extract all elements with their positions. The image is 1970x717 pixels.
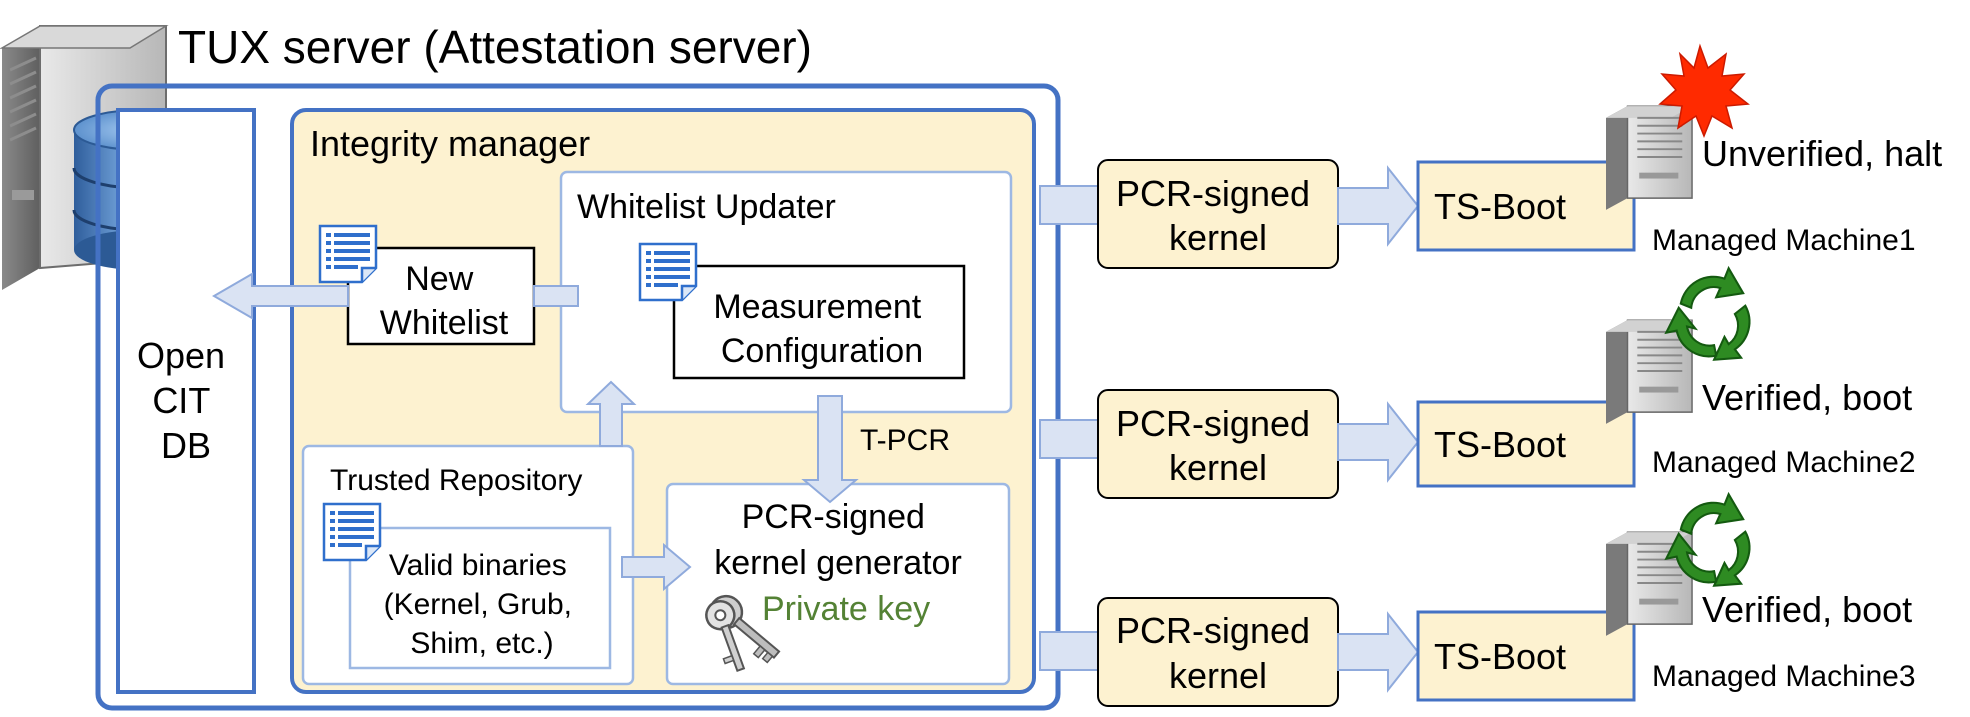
tsboot-box-2 <box>1416 400 1636 488</box>
document-icon <box>318 224 378 284</box>
machine-status-1: Unverified, halt <box>1702 133 1942 174</box>
measurement-config-label: Measurement Configuration <box>713 288 930 370</box>
connector-stub <box>533 285 579 307</box>
server-title: TUX server (Attestation server) <box>178 21 812 73</box>
machine-name-2: Managed Machine2 <box>1652 446 1916 479</box>
tsboot-label-3: TS-Boot <box>1434 636 1566 677</box>
document-icon <box>638 242 698 302</box>
tsboot-box-3 <box>1416 610 1636 702</box>
machine-row-1: PCR-signed kernel TS-Boot Unverified, ha… <box>1039 43 1942 269</box>
measurement-config-box <box>672 264 966 380</box>
machine-name-3: Managed Machine3 <box>1652 660 1916 693</box>
new-whitelist-label: New Whitelist <box>380 260 509 342</box>
tsboot-box-1 <box>1416 160 1636 252</box>
whitelist-updater-label: Whitelist Updater <box>577 188 836 226</box>
machine-row-2: PCR-signed kernel TS-Boot Verified, boot… <box>1039 267 1916 499</box>
connector-stub <box>1039 631 1099 671</box>
pcr-signed-kernel-label-3: PCR-signed kernel <box>1116 610 1320 696</box>
tsboot-label-1: TS-Boot <box>1434 186 1566 227</box>
document-icon <box>322 502 382 562</box>
pcr-signed-kernel-label-2: PCR-signed kernel <box>1116 403 1320 488</box>
kernel-generator-label: PCR-signed kernel generator <box>714 498 962 582</box>
machine-status-2: Verified, boot <box>1702 377 1912 418</box>
connector-stub <box>1039 185 1099 225</box>
machine-row-3: PCR-signed kernel TS-Boot Verified, boot… <box>1039 493 1916 707</box>
open-cit-db-box <box>116 108 256 694</box>
arrow-to-tsboot-2 <box>1337 401 1420 483</box>
machine-name-1: Managed Machine1 <box>1652 224 1916 257</box>
valid-binaries-box <box>348 526 612 670</box>
tsboot-label-2: TS-Boot <box>1434 424 1566 465</box>
trusted-repository-label: Trusted Repository <box>330 464 582 497</box>
arrow-to-generator <box>621 542 692 592</box>
machine-status-3: Verified, boot <box>1702 589 1912 630</box>
starburst-icon <box>1658 43 1750 139</box>
arrow-to-tsboot-3 <box>1337 611 1420 693</box>
arrow-to-db <box>212 272 349 320</box>
connector-stub <box>1039 419 1099 459</box>
arrow-tpcr <box>801 395 859 504</box>
arrow-up-to-updater <box>585 380 637 447</box>
arrow-to-tsboot-1 <box>1337 165 1420 247</box>
keys-icon <box>705 594 781 673</box>
private-key-label: Private key <box>762 590 930 628</box>
open-cit-db-label: Open CIT DB <box>137 335 235 466</box>
tpcr-label: T-PCR <box>860 424 950 457</box>
pcr-signed-kernel-label-1: PCR-signed kernel <box>1116 173 1320 258</box>
valid-binaries-label: Valid binaries (Kernel, Grub, Shim, etc.… <box>384 549 581 660</box>
tux-server-frame <box>95 83 1061 711</box>
integrity-manager-label: Integrity manager <box>310 123 590 164</box>
